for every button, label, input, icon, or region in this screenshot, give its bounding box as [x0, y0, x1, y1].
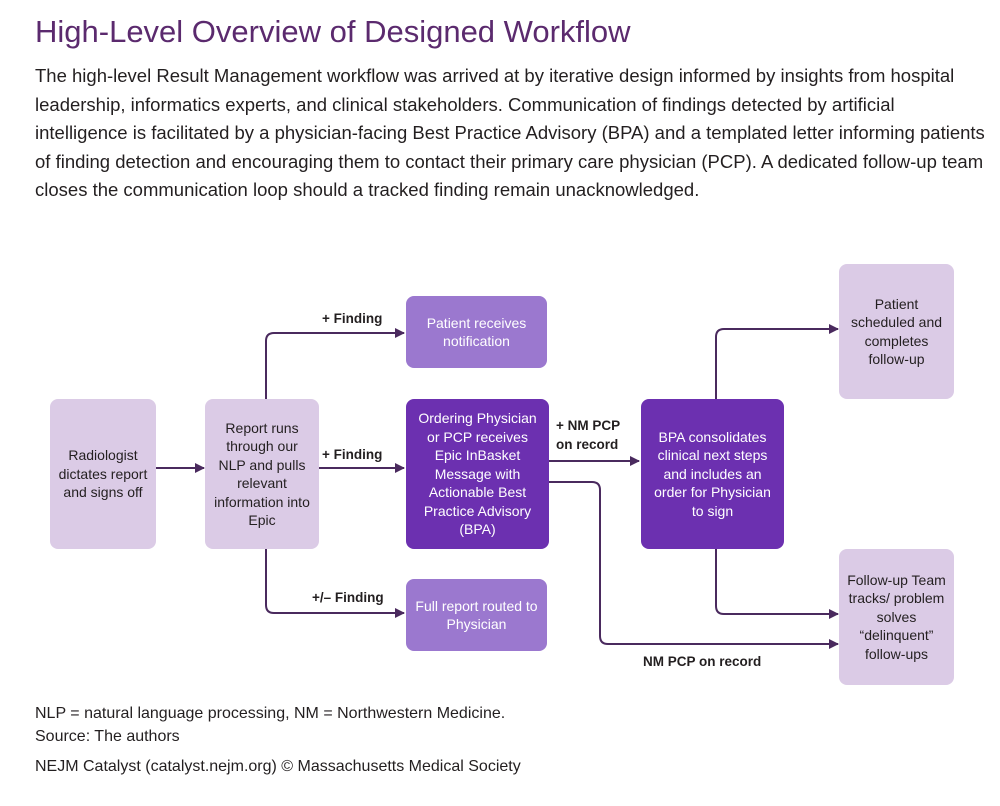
edge-label-finding-top: + Finding	[322, 311, 383, 326]
edge-label-finding-mid: + Finding	[322, 447, 383, 462]
node-radiologist: Radiologist dictates report and signs of…	[50, 399, 156, 549]
node-followup-team: Follow-up Team tracks/ problem solves “d…	[839, 549, 954, 685]
intro-paragraph: The high-level Result Management workflo…	[35, 65, 985, 200]
node-ordering-physician: Ordering Physician or PCP receives Epic …	[406, 399, 549, 549]
edge-label-finding-bottom: +/– Finding	[312, 590, 384, 605]
edge-label-nm-pcp-bottom: NM PCP on record	[643, 654, 762, 669]
edge-label-nm-pcp-line1: + NM PCP	[556, 418, 621, 433]
arrow-nlp-to-full-report	[265, 549, 405, 618]
page-title: High-Level Overview of Designed Workflow	[35, 14, 631, 49]
node-nlp: Report runs through our NLP and pulls re…	[205, 399, 319, 549]
node-bpa-consolidates: BPA consolidates clinical next steps and…	[641, 399, 784, 549]
arrow-bpa-to-followup-team	[715, 549, 839, 619]
edge-label-nm-pcp-line2: on record	[556, 437, 619, 452]
node-full-report: Full report routed to Physician	[406, 579, 547, 651]
arrow-nlp-to-patient-notification	[265, 328, 405, 400]
node-patient-notification: Patient receives notification	[406, 296, 547, 368]
footnote-source: Source: The authors	[35, 728, 180, 745]
footnote-abbreviations: NLP = natural language processing, NM = …	[35, 705, 506, 722]
footnote-credit: NEJM Catalyst (catalyst.nejm.org) © Mass…	[35, 758, 521, 775]
arrow-bpa-to-patient-scheduled	[715, 324, 839, 400]
arrow-ordering-to-followup-team	[549, 481, 839, 649]
node-patient-scheduled: Patient scheduled and completes follow-u…	[839, 264, 954, 399]
